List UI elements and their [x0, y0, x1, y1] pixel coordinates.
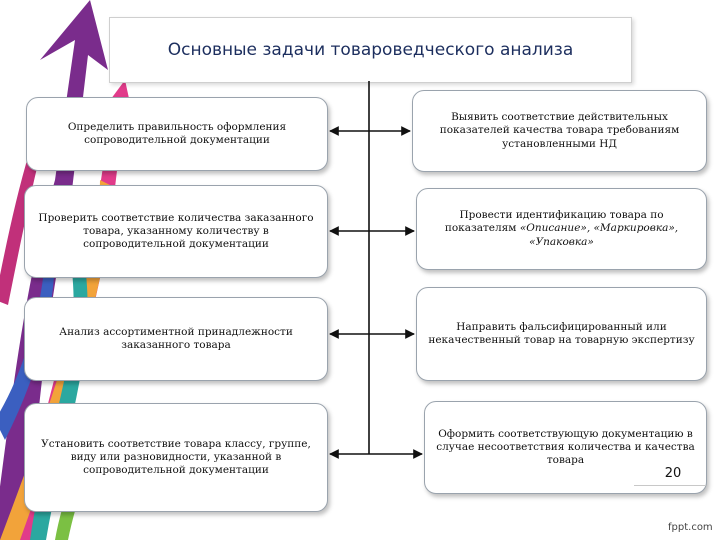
task-box-left-2: Проверить соответствие количества заказа… — [24, 185, 328, 278]
task-box-left-1: Определить правильность оформления сопро… — [26, 97, 328, 171]
task-box-right-3: Направить фальсифицированный или некачес… — [416, 287, 707, 381]
task-box-right-1: Выявить соответствие действительных пока… — [412, 90, 707, 172]
page-number-underline — [634, 485, 706, 486]
page-number: 20 — [648, 466, 698, 481]
task-right-2-italic: «Описание», «Маркировка», «Упаковка» — [520, 222, 678, 247]
watermark-text: fppt.com — [668, 522, 713, 533]
task-box-right-2: Провести идентификацию товара по показат… — [416, 188, 707, 270]
task-box-left-4: Установить соответствие товара классу, г… — [24, 403, 328, 512]
task-box-left-3: Анализ ассортиментной принадлежности зак… — [24, 297, 328, 381]
